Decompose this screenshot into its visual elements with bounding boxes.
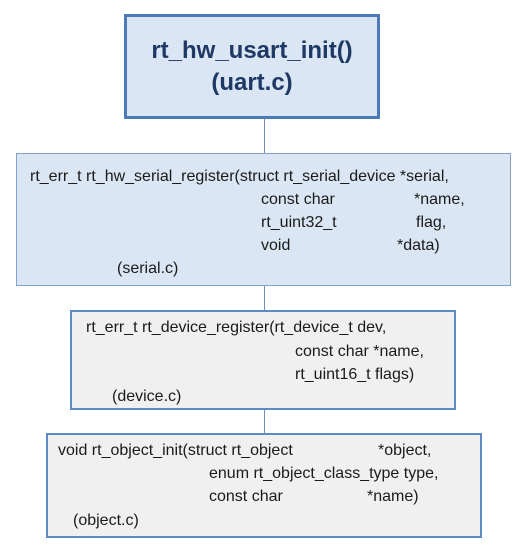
connector-usart-to-serial	[264, 119, 265, 153]
object-param-type: enum rt_object_class_type type,	[209, 465, 439, 482]
serial-param-type: rt_uint32_t	[261, 214, 337, 231]
serial-register-node: rt_err_t rt_hw_serial_register(struct rt…	[16, 153, 511, 286]
device-param: const char *name,	[295, 343, 424, 360]
serial-param-name: flag,	[416, 214, 447, 231]
serial-param-type: void	[261, 237, 291, 254]
device-register-signature: rt_err_t rt_device_register(rt_device_t …	[86, 319, 387, 336]
object-init-signature-name: *object,	[378, 442, 432, 459]
device-register-node: rt_err_t rt_device_register(rt_device_t …	[70, 310, 456, 410]
object-init-signature: void rt_object_init(struct rt_object	[58, 442, 293, 459]
object-init-node: void rt_object_init(struct rt_object *ob…	[46, 433, 482, 538]
serial-param-type: const char	[261, 191, 335, 208]
connector-serial-to-device	[264, 286, 265, 310]
device-register-file: (device.c)	[112, 388, 182, 405]
object-init-file: (object.c)	[73, 512, 139, 529]
object-param-type: const char	[209, 488, 283, 505]
usart-init-func: rt_hw_usart_init()	[151, 37, 353, 64]
usart-init-node: rt_hw_usart_init() (uart.c)	[124, 14, 380, 119]
serial-param-name: *data)	[397, 237, 440, 254]
usart-init-file: (uart.c)	[211, 69, 293, 96]
serial-register-file: (serial.c)	[117, 260, 179, 277]
serial-param-name: *name,	[414, 191, 465, 208]
object-param-name: *name)	[367, 488, 419, 505]
connector-device-to-object	[264, 410, 265, 433]
serial-register-signature: rt_err_t rt_hw_serial_register(struct rt…	[30, 168, 449, 185]
device-param: rt_uint16_t flags)	[295, 366, 415, 383]
